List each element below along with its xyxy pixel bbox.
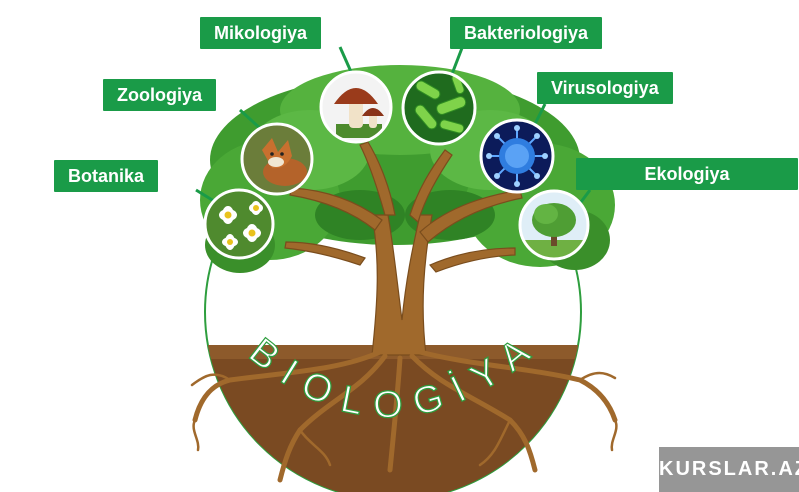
label-bakteriologiya: Bakteriologiya [450, 17, 603, 49]
daisy-flowers-icon [203, 188, 275, 260]
tree-trunk [284, 141, 523, 356]
label-ekologiya: Ekologiya [576, 158, 798, 190]
tree-roots [192, 349, 618, 483]
label-zoologiya: Zoologiya [103, 79, 216, 111]
bacteria-icon [401, 70, 477, 146]
watermark: KURSLAR.AZ [659, 447, 799, 492]
virus-icon [479, 118, 555, 194]
label-mikologiya: Mikologiya [200, 17, 322, 49]
mushroom-icon [319, 70, 393, 144]
label-virusologiya: Virusologiya [537, 72, 673, 104]
label-botanika: Botanika [54, 160, 159, 192]
fox-icon [240, 122, 314, 196]
tree-icon [518, 189, 590, 261]
